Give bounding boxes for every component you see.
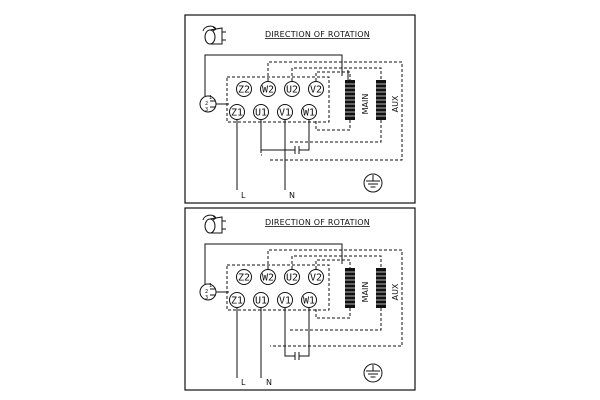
terminal-row-bottom: Z1 U1 V1 W1 xyxy=(229,104,317,120)
thermal-wire xyxy=(204,54,343,96)
main-winding: MAIN xyxy=(345,70,370,120)
terminal-v2: V2 xyxy=(310,273,322,284)
terminal-v1: V1 xyxy=(279,108,291,119)
terminal-v2: V2 xyxy=(310,85,322,96)
supply-wiring xyxy=(236,120,310,190)
terminal-row-top: Z2 W2 U2 V2 xyxy=(236,269,324,285)
main-coil-label: MAIN xyxy=(361,94,370,115)
line-terminal-label: L xyxy=(241,378,246,387)
terminal-row-bottom: Z1 U1 V1 W1 xyxy=(229,292,317,308)
terminal-u2: U2 xyxy=(286,85,298,96)
wiring-panel-1: DIRECTION OF ROTATION Z2 W2 U2 V2 Z1 U1 … xyxy=(184,14,416,204)
terminal-w1: W1 xyxy=(303,296,315,307)
supply-wiring xyxy=(236,308,310,378)
neutral-terminal-label: N xyxy=(266,378,272,387)
thermal-wire xyxy=(204,243,343,284)
terminal-z1: Z1 xyxy=(231,296,243,307)
ground-icon xyxy=(363,173,383,193)
main-coil-label: MAIN xyxy=(361,282,370,303)
aux-coil-label: AUX xyxy=(391,283,400,300)
aux-winding: AUX xyxy=(376,268,400,308)
terminal-w2: W2 xyxy=(262,85,274,96)
terminal-w1: W1 xyxy=(303,108,315,119)
internal-wiring xyxy=(260,61,403,161)
svg-text:1: 1 xyxy=(209,283,212,289)
terminal-box xyxy=(226,76,330,123)
diagram-title: DIRECTION OF ROTATION xyxy=(265,218,370,227)
terminal-u1: U1 xyxy=(255,296,267,307)
rotation-arrow-icon xyxy=(202,214,226,234)
terminal-u1: U1 xyxy=(255,108,267,119)
terminal-z2: Z2 xyxy=(238,273,250,284)
terminal-row-top: Z2 W2 U2 V2 xyxy=(236,81,324,97)
svg-text:2: 2 xyxy=(205,289,208,295)
terminal-z1: Z1 xyxy=(231,108,243,119)
line-terminal-label: L xyxy=(241,191,246,200)
terminal-w2: W2 xyxy=(262,273,274,284)
terminal-v1: V1 xyxy=(279,296,291,307)
ground-icon xyxy=(363,363,383,383)
neutral-terminal-label: N xyxy=(289,191,295,200)
thermal-switch: 1 2 3 xyxy=(199,283,217,301)
panel-frame xyxy=(184,14,416,204)
aux-coil-label: AUX xyxy=(391,95,400,112)
wiring-panel-2: DIRECTION OF ROTATION Z2 W2 U2 V2 Z1 U1 … xyxy=(184,207,416,391)
main-winding: MAIN xyxy=(345,268,370,308)
svg-text:1: 1 xyxy=(209,95,212,101)
aux-winding: AUX xyxy=(376,80,400,120)
svg-text:2: 2 xyxy=(205,101,208,107)
terminal-z2: Z2 xyxy=(238,85,250,96)
thermal-switch: 1 2 3 xyxy=(199,95,217,113)
terminal-u2: U2 xyxy=(286,273,298,284)
diagram-title: DIRECTION OF ROTATION xyxy=(265,30,370,39)
internal-wiring xyxy=(267,249,403,347)
terminal-box xyxy=(226,264,330,311)
svg-text:3: 3 xyxy=(205,295,208,301)
svg-text:3: 3 xyxy=(205,107,208,113)
panel-frame xyxy=(184,207,416,391)
rotation-arrow-icon xyxy=(202,25,226,45)
